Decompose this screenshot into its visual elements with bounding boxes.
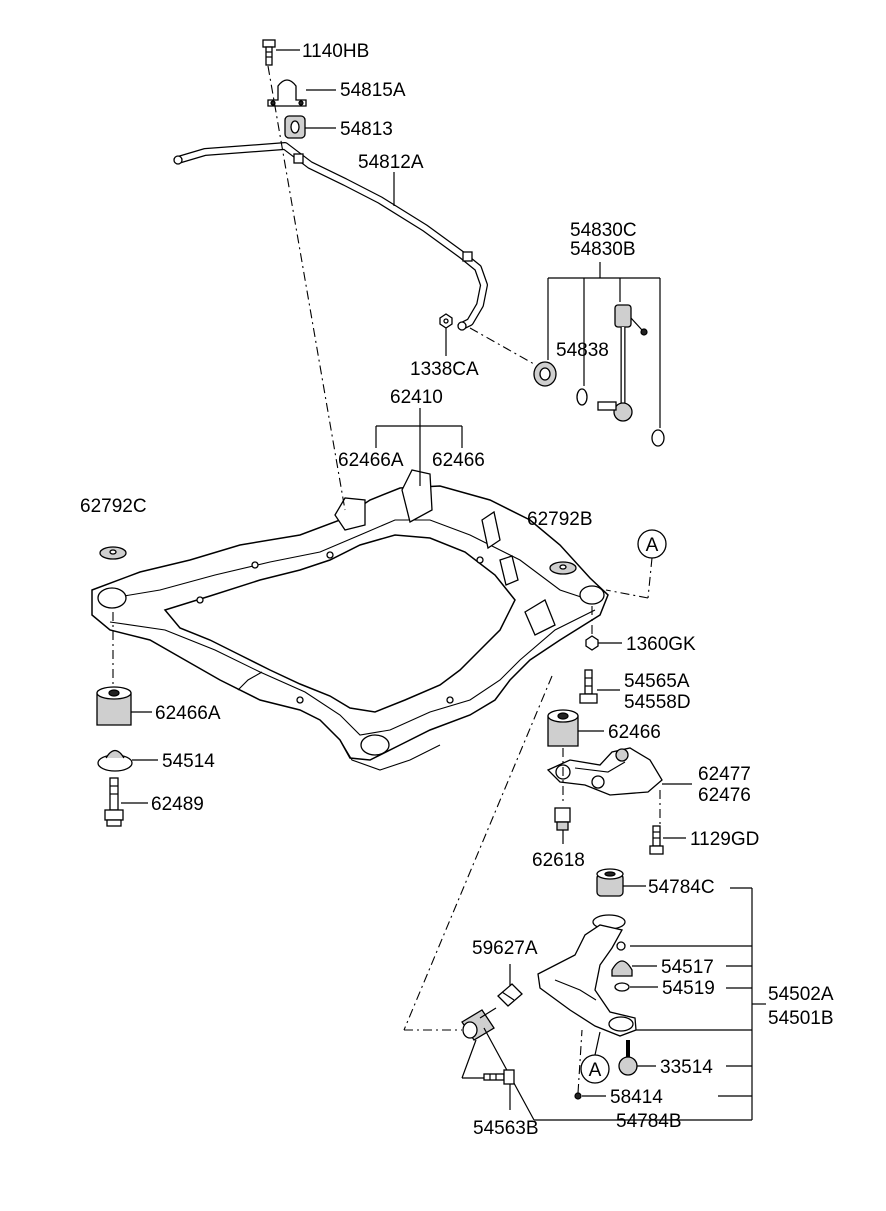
bracket-54815A-icon (267, 79, 307, 107)
label-62477: 62477 (698, 764, 751, 785)
label-62466-top: 62466 (432, 450, 485, 471)
label-54501B: 54501B (768, 1008, 834, 1029)
nut-62618-icon (554, 807, 571, 831)
label-54563B: 54563B (473, 1118, 539, 1139)
bushing-59627A-icon (497, 983, 523, 1007)
ref-a-top: A (646, 535, 659, 556)
washer-62792C-icon (99, 546, 127, 560)
nipple-58414-icon (574, 1092, 582, 1100)
bolt-1140HB-icon (262, 39, 276, 66)
bushing-54813-icon (284, 115, 306, 139)
right-mount-group: A (546, 529, 692, 855)
lower-arm-group: A (461, 868, 766, 1121)
label-54517: 54517 (661, 957, 714, 978)
label-54502A: 54502A (768, 984, 834, 1005)
stabilizer-bar-group (173, 39, 665, 447)
label-54813: 54813 (340, 119, 393, 140)
label-59627A: 59627A (472, 938, 538, 959)
label-1140HB: 1140HB (302, 41, 369, 62)
label-54519: 54519 (662, 978, 715, 999)
washer-54514-icon (97, 749, 133, 772)
bushing-62466-icon (547, 709, 579, 747)
label-62466A-top: 62466A (338, 450, 404, 471)
dust-boot-54517-icon (611, 960, 633, 977)
label-62489: 62489 (151, 794, 204, 815)
nut-1338CA-icon (439, 313, 453, 329)
link-bushing-icon (533, 361, 557, 387)
label-1129GD: 1129GD (690, 829, 759, 850)
crossmember-62410-icon (91, 469, 609, 771)
label-1338CA: 1338CA (410, 359, 479, 380)
label-54558D: 54558D (624, 692, 691, 713)
bushing-54784C-icon (596, 868, 624, 897)
label-1360GK: 1360GK (626, 634, 696, 655)
label-54514: 54514 (162, 751, 215, 772)
bolt-54563B-icon (483, 1069, 515, 1085)
ball-joint-33514-icon (618, 1040, 638, 1076)
label-62792C: 62792C (80, 496, 147, 517)
snap-ring-54519-icon (614, 982, 630, 992)
bushing-54784B-icon (461, 1009, 495, 1041)
label-62466A-left: 62466A (155, 703, 221, 724)
left-mount-group (96, 546, 158, 827)
label-62792B: 62792B (527, 509, 593, 530)
stabilizer-link-icon (597, 304, 648, 422)
bolt-62489-icon (104, 777, 124, 827)
label-54784B: 54784B (616, 1111, 682, 1132)
label-58414: 58414 (610, 1087, 663, 1108)
label-54565A: 54565A (624, 671, 690, 692)
bracket-62477-icon (546, 747, 663, 796)
label-54830C: 54830C (570, 220, 637, 241)
bolt-1129GD-icon (649, 825, 664, 855)
label-54812A: 54812A (358, 152, 424, 173)
bolt-54565A-icon (579, 669, 598, 704)
link-washer-icon (651, 429, 665, 447)
ref-a-bottom: A (589, 1060, 602, 1081)
label-62410: 62410 (390, 387, 443, 408)
label-54815A: 54815A (340, 80, 406, 101)
control-arm-54502A-icon (537, 924, 637, 1037)
clip-icon (616, 941, 626, 951)
o-ring-54838-icon (576, 388, 588, 406)
label-54830B: 54830B (570, 239, 636, 260)
label-54838: 54838 (556, 340, 609, 361)
nut-1360GK-icon (585, 635, 599, 651)
washer-62792B-icon (549, 561, 577, 575)
label-62466-right: 62466 (608, 722, 661, 743)
bushing-62466A-icon (96, 686, 132, 726)
label-33514: 33514 (660, 1057, 713, 1078)
label-62476: 62476 (698, 785, 751, 806)
label-62618: 62618 (532, 850, 585, 871)
label-54784C: 54784C (648, 877, 715, 898)
